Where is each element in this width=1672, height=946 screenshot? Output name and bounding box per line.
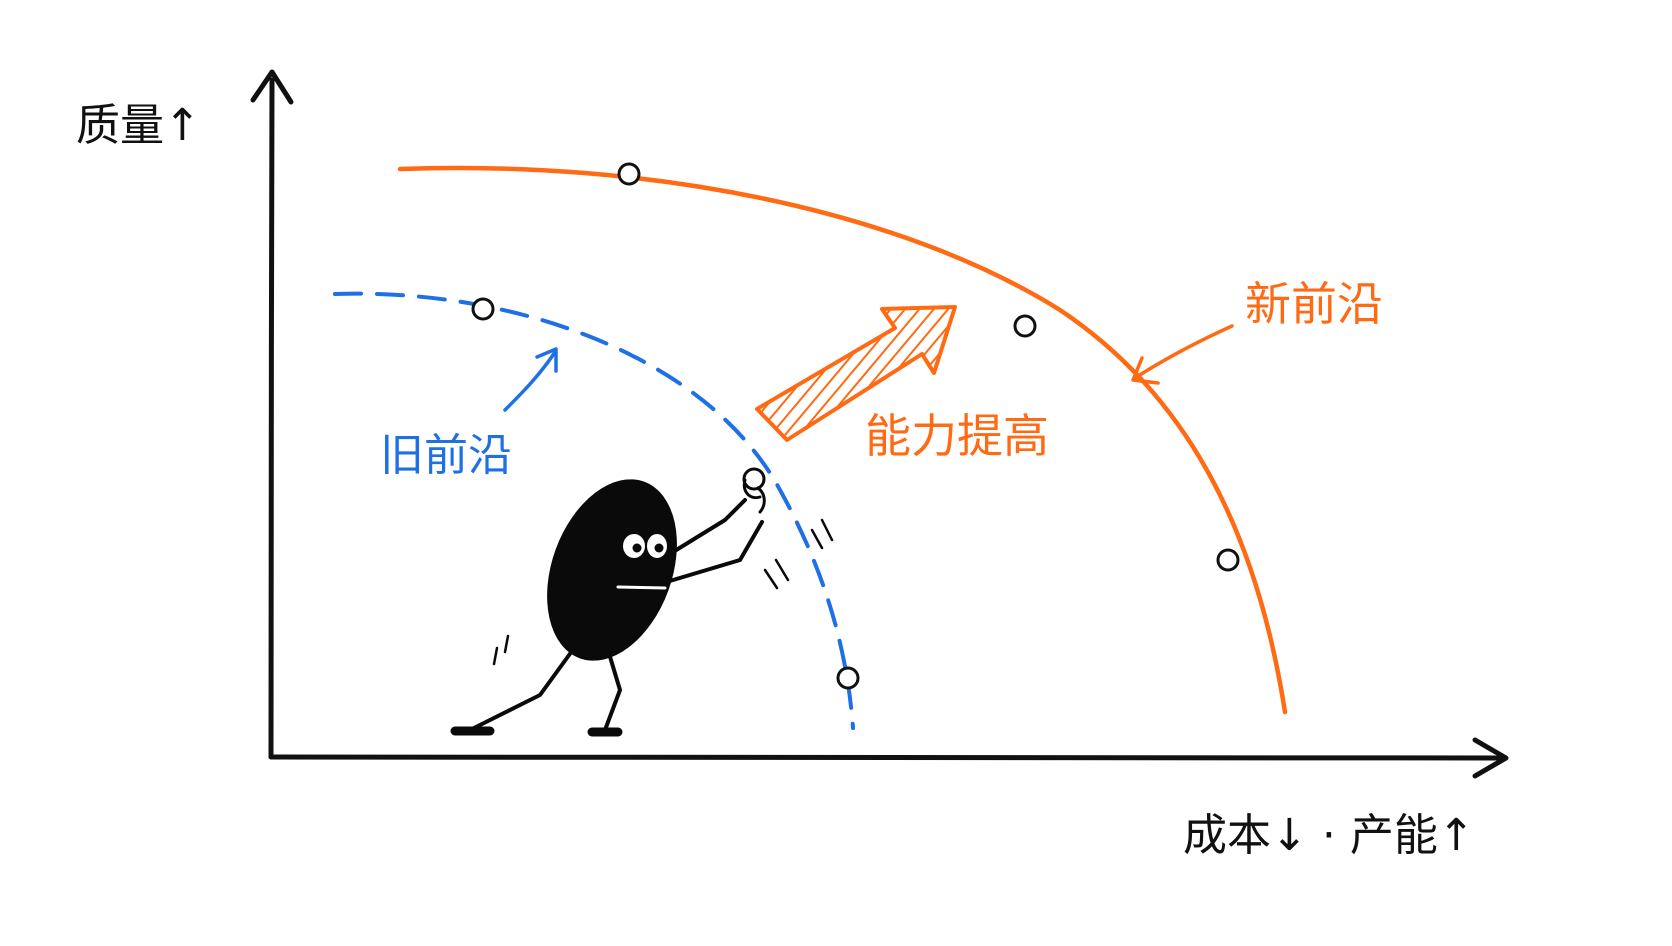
improvement-arrow — [755, 305, 957, 442]
new-frontier-pointer-arrow — [1131, 324, 1234, 385]
effort-mark — [492, 646, 499, 666]
character-body — [547, 479, 677, 661]
new-frontier-point — [1216, 548, 1240, 572]
y-axis — [268, 77, 275, 760]
new-frontier-point — [617, 162, 641, 186]
x-axis-arrowhead — [1472, 737, 1509, 779]
effort-mark — [503, 634, 510, 654]
character-left-pupil — [632, 543, 642, 553]
old-frontier-point — [471, 297, 495, 321]
x-axis — [268, 753, 1503, 761]
effort-mark — [774, 558, 790, 582]
new-frontier-point — [1013, 314, 1037, 338]
effort-marks — [492, 518, 834, 666]
character-lower-arm — [661, 520, 764, 585]
axes — [250, 69, 1509, 779]
effort-mark — [810, 528, 824, 550]
old-frontier-pointer-head — [535, 347, 558, 373]
new-frontier-curve — [397, 165, 1288, 715]
character-fingers — [742, 478, 766, 514]
improvement-arrow-body — [755, 305, 957, 442]
new-frontier-label: 新前沿 — [1245, 277, 1383, 331]
old-frontier-label: 旧前沿 — [380, 430, 512, 481]
improvement-label: 能力提高 — [865, 409, 1049, 463]
character-mouth — [616, 585, 667, 590]
character-hand-on-frontier — [742, 467, 766, 491]
character-right-pupil — [654, 543, 664, 553]
old-frontier-pointer-shaft — [503, 350, 557, 412]
new-frontier-pointer-head — [1131, 356, 1160, 385]
old-frontier-point — [836, 666, 860, 690]
y-axis-label: 质量↑ — [76, 100, 201, 151]
pushing-character — [450, 467, 766, 737]
character-front-leg — [603, 648, 622, 732]
frontier-points — [471, 162, 1240, 690]
character-upper-arm — [658, 498, 747, 562]
character-back-leg — [468, 638, 582, 732]
new-frontier-pointer-shaft — [1133, 324, 1234, 380]
old-frontier-pointer-arrow — [503, 347, 558, 412]
y-axis-arrowhead — [250, 69, 294, 105]
effort-mark — [820, 518, 834, 542]
effort-mark — [763, 568, 779, 590]
x-axis-label: 成本↓ · 产能↑ — [1183, 810, 1475, 861]
